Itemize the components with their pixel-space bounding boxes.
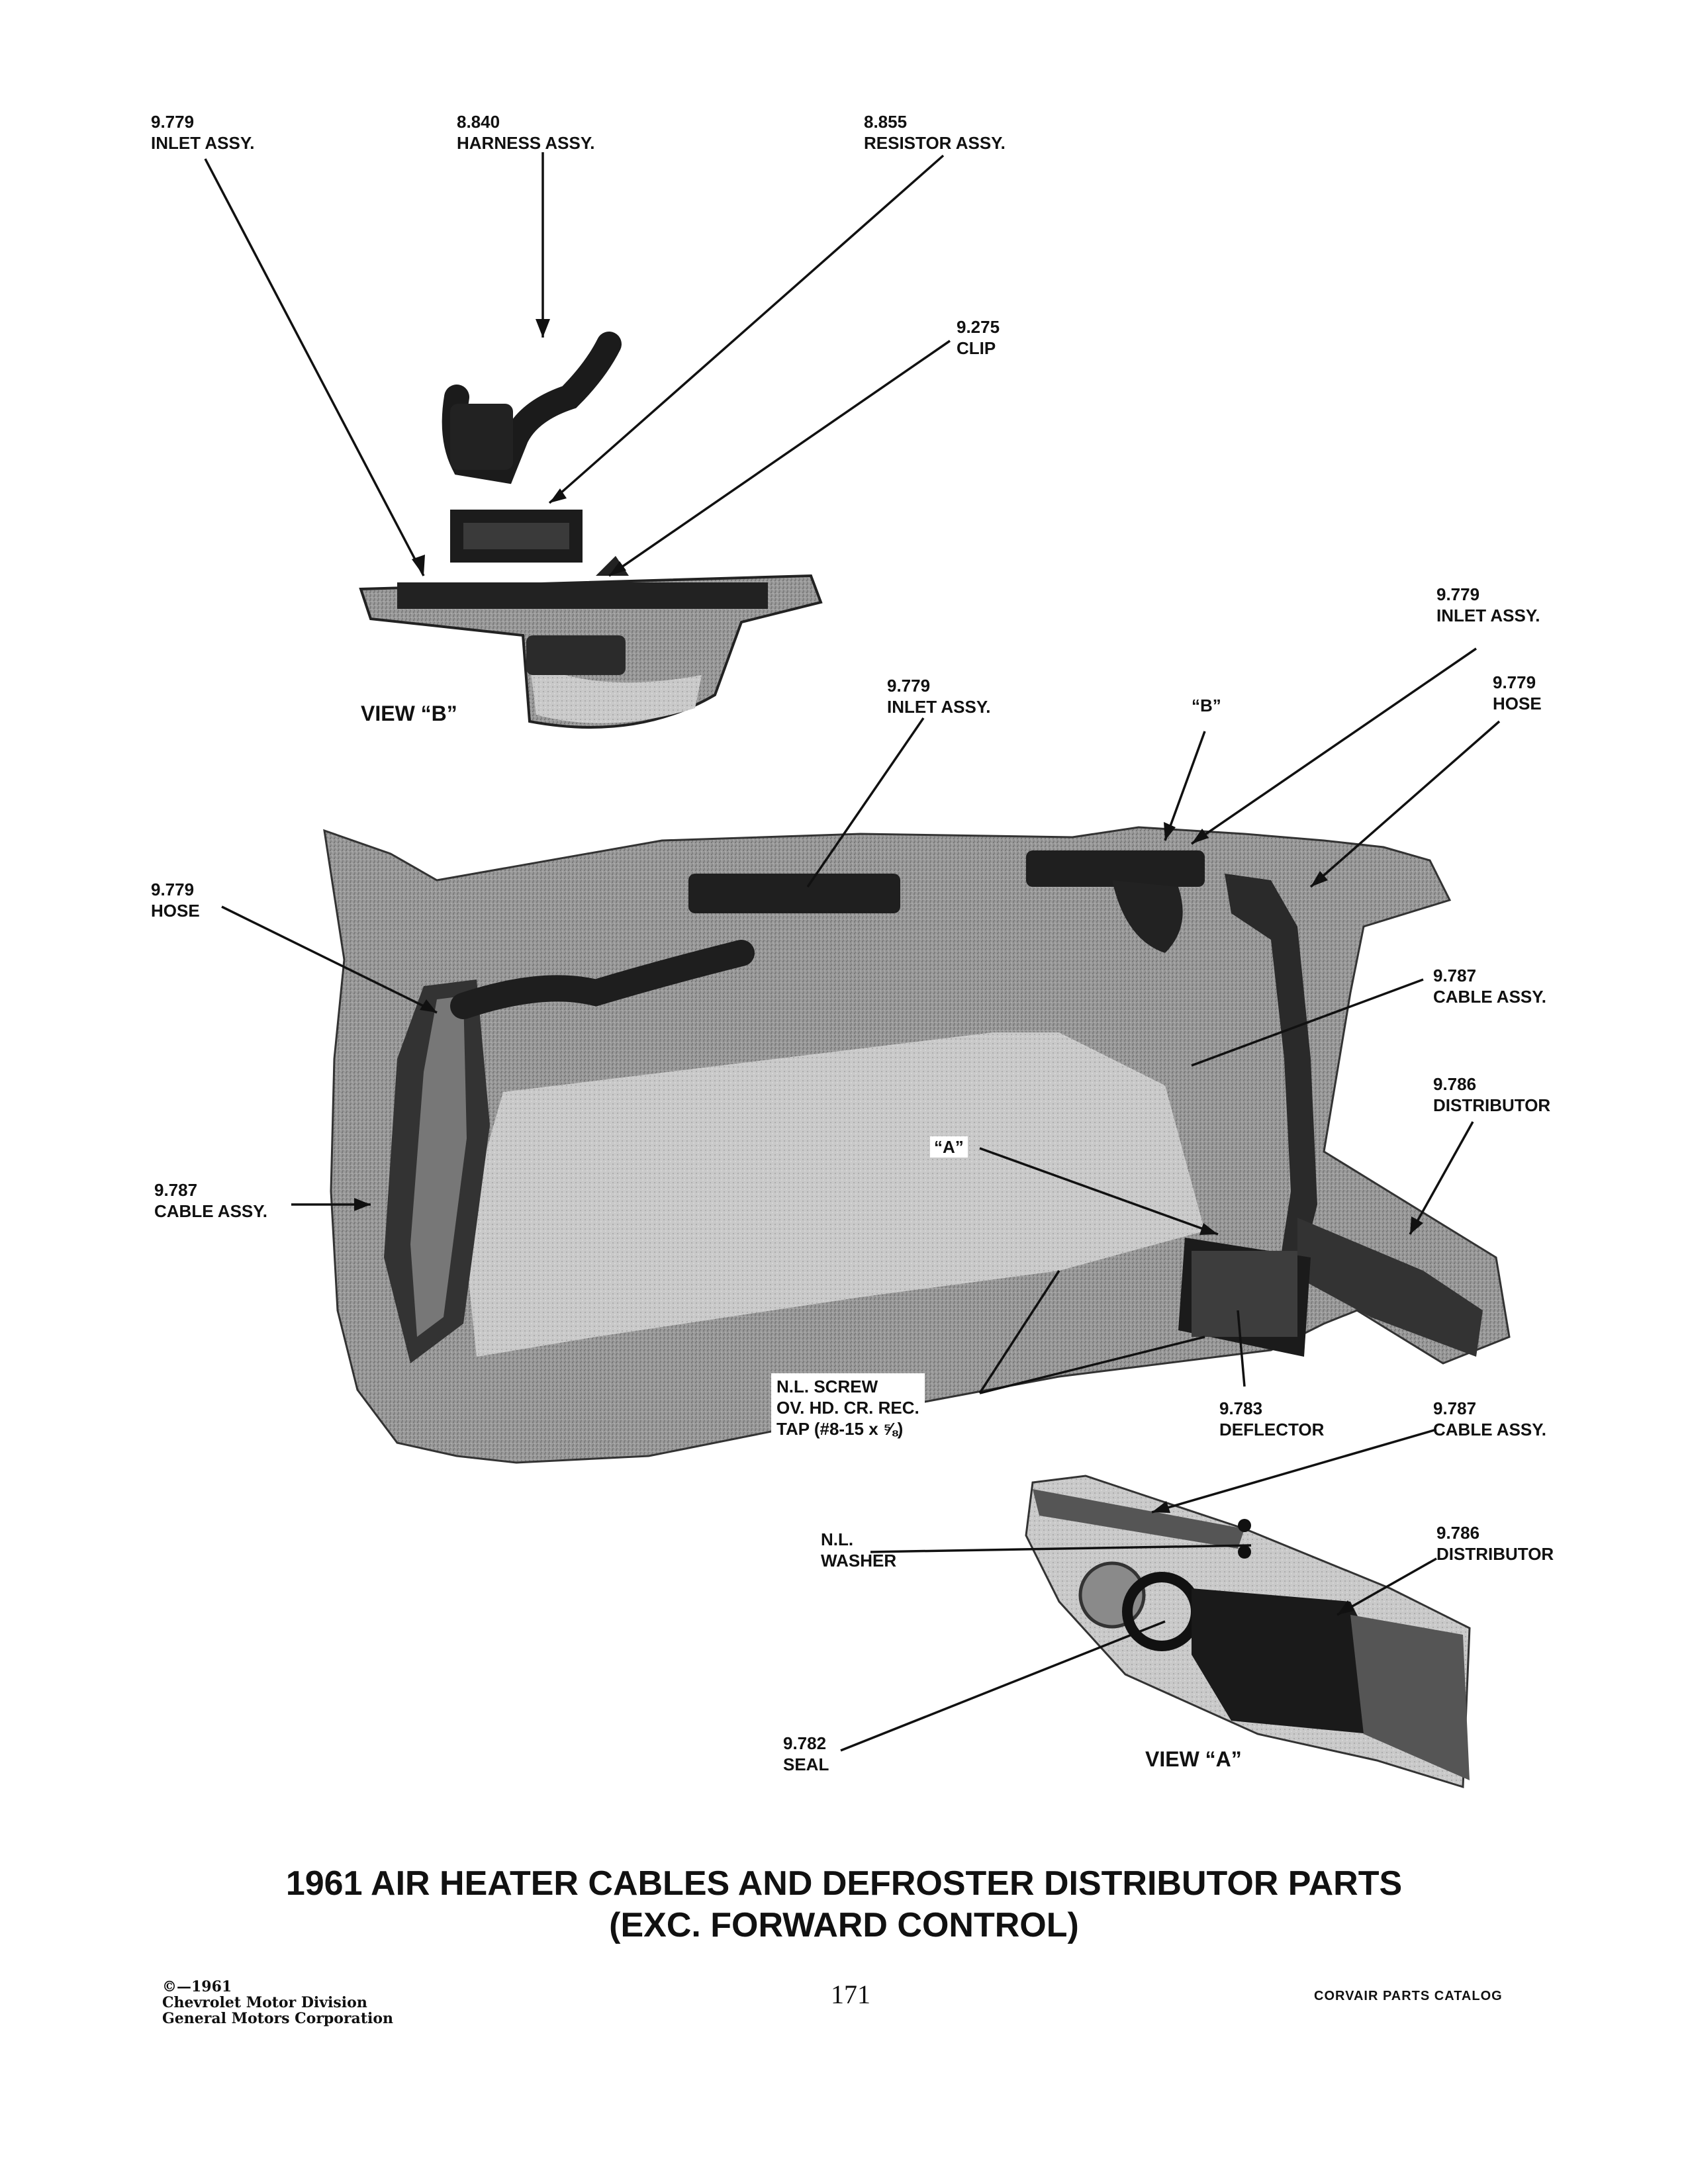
- callout-number: 9.786: [1436, 1523, 1480, 1543]
- callout-number: 9.275: [957, 317, 1000, 337]
- copyright-block: ©—1961 Chevrolet Motor Division General …: [162, 1979, 393, 2026]
- dashboard-assembly: [323, 826, 1511, 1464]
- callout-number: 9.782: [783, 1733, 827, 1753]
- view-b-marker: “B”: [1192, 696, 1221, 715]
- callout-text: N.L. SCREW: [776, 1377, 878, 1396]
- callout-clip: 9.275 CLIP: [957, 316, 1000, 359]
- callout-nl-washer: N.L. WASHER: [821, 1529, 896, 1571]
- callout-hose-left: 9.779 HOSE: [151, 879, 200, 921]
- page-title: 1961 AIR HEATER CABLES AND DEFROSTER DIS…: [285, 1864, 1403, 1903]
- callout-text: HOSE: [151, 901, 200, 921]
- callout-number: 9.779: [151, 880, 195, 899]
- callout-text: N.L.: [821, 1529, 854, 1549]
- callout-text: CABLE ASSY.: [1433, 987, 1546, 1007]
- callout-cable-assy-left: 9.787 CABLE ASSY.: [154, 1179, 267, 1222]
- callout-number: 8.855: [864, 112, 908, 132]
- callout-cable-assy-right: 9.787 CABLE ASSY.: [1433, 965, 1546, 1007]
- callout-view-b-marker: “B”: [1192, 695, 1221, 716]
- callout-number: 9.779: [151, 112, 195, 132]
- callout-harness-assy: 8.840 HARNESS ASSY.: [457, 111, 595, 154]
- callout-text: HARNESS ASSY.: [457, 133, 595, 153]
- callout-number: 9.786: [1433, 1074, 1477, 1094]
- callout-inlet-assy-view-b: 9.779 INLET ASSY.: [151, 111, 255, 154]
- callout-inlet-assy-right: 9.779 INLET ASSY.: [1436, 584, 1540, 626]
- callout-hose-right: 9.779 HOSE: [1493, 672, 1542, 714]
- view-a-marker: “A”: [934, 1137, 964, 1157]
- callout-number: 9.779: [1436, 584, 1480, 604]
- callout-resistor-assy: 8.855 RESISTOR ASSY.: [864, 111, 1006, 154]
- callout-text: OV. HD. CR. REC.: [776, 1398, 919, 1418]
- callout-text: DISTRIBUTOR: [1436, 1544, 1554, 1564]
- view-a-assembly: [1025, 1475, 1471, 1789]
- callout-number: 9.779: [887, 676, 931, 696]
- callout-number: 9.779: [1493, 672, 1536, 692]
- callout-number: 8.840: [457, 112, 500, 132]
- callout-number: 9.787: [1433, 1398, 1477, 1418]
- callout-text: INLET ASSY.: [151, 133, 255, 153]
- callout-number: 9.787: [154, 1180, 198, 1200]
- callout-text: DEFLECTOR: [1219, 1420, 1325, 1439]
- page-subtitle: (EXC. FORWARD CONTROL): [609, 1906, 1079, 1944]
- corporation-name: General Motors Corporation: [162, 2010, 394, 2027]
- callout-text: CABLE ASSY.: [1433, 1420, 1546, 1439]
- leader-lines: [204, 152, 1501, 1752]
- callout-text: HOSE: [1493, 694, 1542, 713]
- callout-text: TAP (#8-15 x ⅝): [776, 1419, 904, 1439]
- view-b-assembly: [359, 332, 823, 729]
- callout-seal: 9.782 SEAL: [783, 1733, 829, 1775]
- callout-distributor-right: 9.786 DISTRIBUTOR: [1433, 1073, 1550, 1116]
- callout-text: INLET ASSY.: [1436, 606, 1540, 625]
- callout-text: RESISTOR ASSY.: [864, 133, 1006, 153]
- leader-arrowheads: [354, 319, 1423, 1615]
- callout-distributor-bottom: 9.786 DISTRIBUTOR: [1436, 1522, 1554, 1565]
- callout-nl-screw: N.L. SCREW OV. HD. CR. REC. TAP (#8-15 x…: [771, 1373, 925, 1442]
- callout-text: DISTRIBUTOR: [1433, 1095, 1551, 1115]
- page-number: 171: [831, 1979, 870, 2009]
- callout-text: SEAL: [783, 1754, 829, 1774]
- division-name: Chevrolet Motor Division: [162, 1994, 367, 2011]
- view-b-caption: VIEW “B”: [361, 702, 457, 725]
- callout-view-a-marker: “A”: [930, 1136, 968, 1158]
- callout-inlet-assy-middle: 9.779 INLET ASSY.: [887, 675, 991, 717]
- callout-number: 9.783: [1219, 1398, 1263, 1418]
- callout-number: 9.787: [1433, 966, 1477, 985]
- catalog-name: CORVAIR PARTS CATALOG: [1314, 1989, 1503, 2003]
- copyright-year: ©—1961: [162, 1978, 232, 1995]
- callout-text: WASHER: [821, 1551, 897, 1570]
- callout-text: INLET ASSY.: [887, 697, 991, 717]
- callout-text: CLIP: [957, 338, 996, 358]
- callout-text: CABLE ASSY.: [154, 1201, 267, 1221]
- callout-cable-assy-bottom: 9.787 CABLE ASSY.: [1433, 1398, 1546, 1440]
- callout-deflector: 9.783 DEFLECTOR: [1219, 1398, 1324, 1440]
- view-a-caption: VIEW “A”: [1145, 1747, 1242, 1771]
